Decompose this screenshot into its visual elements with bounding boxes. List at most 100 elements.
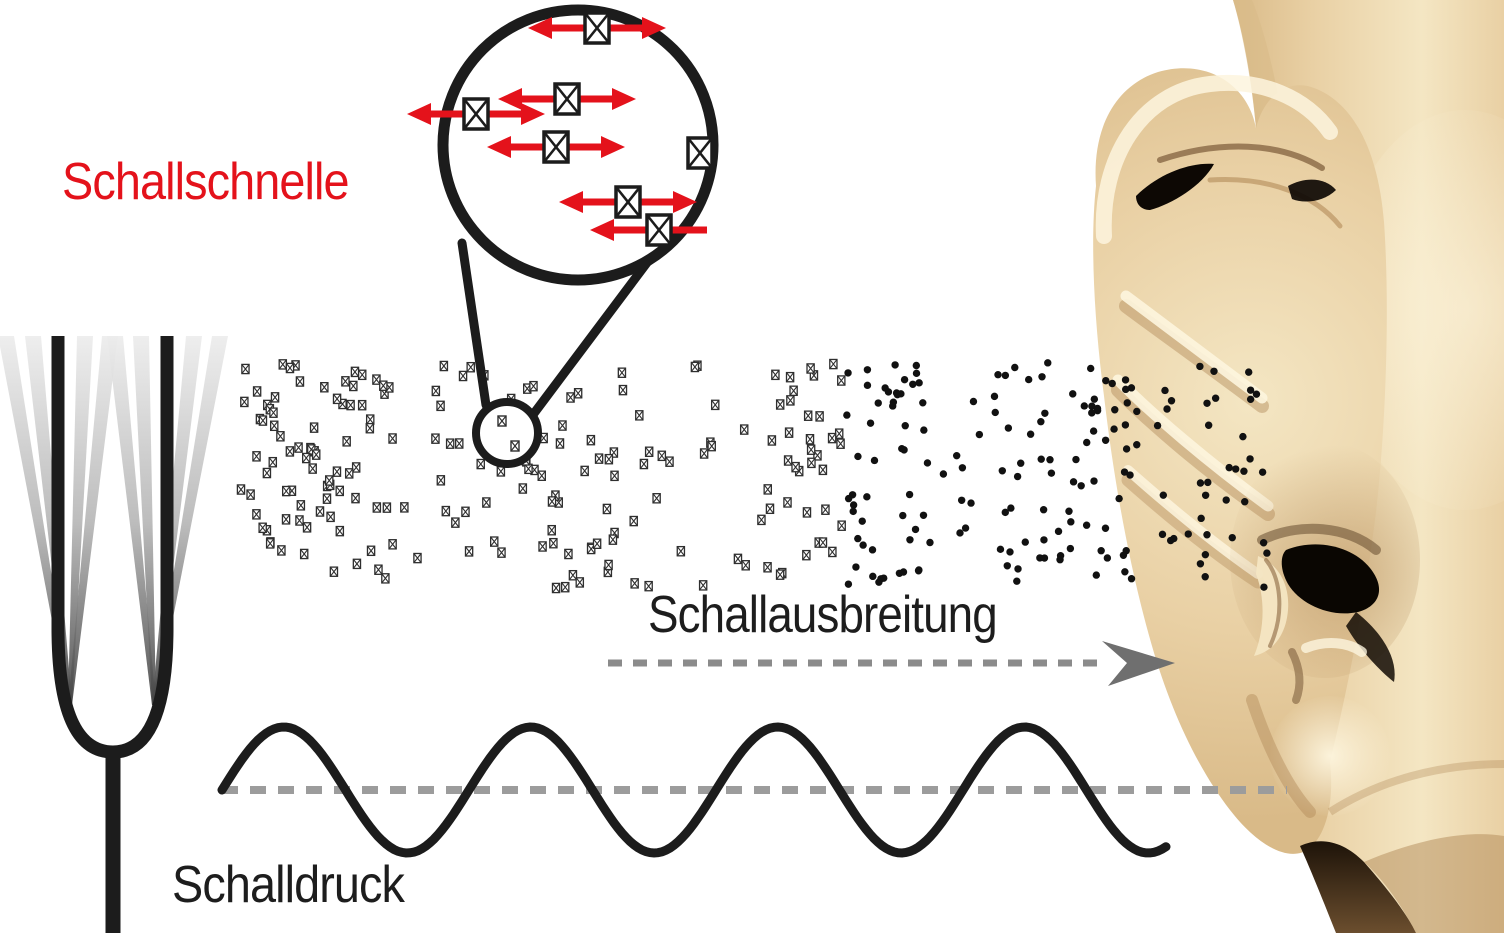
air-particle-dot xyxy=(1001,371,1010,380)
air-particle-cross xyxy=(332,466,342,477)
antitragus-highlight xyxy=(1301,638,1367,657)
air-particle-dot xyxy=(1024,375,1033,384)
air-particle-dot xyxy=(1083,438,1091,447)
air-particle-cross xyxy=(710,399,720,411)
label-schallschnelle: Schallschnelle xyxy=(62,153,349,211)
air-particle-cross xyxy=(767,435,777,446)
air-particle-cross xyxy=(775,399,785,410)
air-particle-cross xyxy=(445,438,455,449)
air-particle-dot xyxy=(1259,539,1268,547)
tragus xyxy=(1254,556,1289,656)
air-particle-cross xyxy=(320,382,329,393)
air-particle-dot xyxy=(891,361,899,369)
air-particle-cross xyxy=(322,493,332,504)
air-particle-dot xyxy=(848,491,857,499)
air-particle-dot xyxy=(1210,367,1218,375)
air-particle-dot xyxy=(1167,397,1176,405)
velocity-arrowhead-icon xyxy=(642,17,666,39)
air-particle-dot xyxy=(843,411,851,419)
air-particle-cross xyxy=(436,475,446,486)
air-particle-dot xyxy=(1126,471,1134,479)
air-particle-dot xyxy=(1066,544,1075,553)
air-particle-dot xyxy=(1158,530,1167,539)
air-particle-cross xyxy=(791,461,800,473)
air-particle-dot xyxy=(859,541,867,549)
air-particle-cross xyxy=(269,407,278,418)
air-particle-dot xyxy=(1054,527,1063,536)
air-particle-cross xyxy=(324,475,334,486)
air-particle-cross xyxy=(382,502,392,513)
air-particle-dot xyxy=(1026,430,1035,438)
air-particle-dot xyxy=(1044,359,1052,367)
air-particle-dot xyxy=(1021,538,1029,546)
air-particle-cross xyxy=(365,414,375,425)
air-particle-dot xyxy=(1102,376,1110,385)
air-particle-cross xyxy=(836,438,845,449)
air-particle-cross xyxy=(236,484,246,495)
air-particle-dot xyxy=(1232,465,1240,473)
air-particle-cross xyxy=(278,359,288,370)
air-particle-cross xyxy=(431,385,441,397)
air-particle-cross xyxy=(252,509,261,520)
air-particle-dot xyxy=(1056,556,1064,564)
air-particle-cross xyxy=(763,562,772,573)
air-particle-cross xyxy=(821,504,830,515)
air-particle-dot xyxy=(892,389,901,397)
propagation-arrow xyxy=(608,641,1175,686)
air-particle-cross xyxy=(241,363,250,375)
air-particle-cross xyxy=(785,371,795,383)
air-particle-cross xyxy=(560,581,570,593)
air-particle-cross xyxy=(644,446,654,458)
air-particle-dot xyxy=(901,422,909,430)
air-particle-cross xyxy=(594,453,604,464)
air-particle-cross xyxy=(551,582,561,594)
air-particle-cross xyxy=(837,375,846,386)
air-particle-cross xyxy=(351,462,361,473)
air-particle-dot xyxy=(1072,455,1080,464)
air-particle-cross xyxy=(537,470,546,481)
air-particle-cross xyxy=(698,580,708,591)
air-particle-dot xyxy=(1003,562,1011,570)
air-particle-cross xyxy=(461,506,470,518)
air-particle-dot xyxy=(884,388,893,396)
air-particle-dot xyxy=(849,507,857,516)
air-particle-dot xyxy=(1119,551,1128,559)
air-particle-dot xyxy=(994,371,1002,379)
air-particle-dot xyxy=(900,375,909,384)
air-particle-cross xyxy=(676,545,686,557)
air-particle-cross xyxy=(568,569,578,581)
air-particle-dot xyxy=(1108,379,1116,388)
air-particle-cross xyxy=(818,464,828,476)
air-particle-cross xyxy=(400,502,409,513)
air-particle-dot xyxy=(1065,507,1073,515)
air-particle-cross xyxy=(344,468,354,479)
air-particle-dot xyxy=(1127,575,1136,583)
air-particle-cross xyxy=(357,369,367,381)
air-particle-cross xyxy=(262,467,272,479)
sound-pressure-sine-wave xyxy=(217,722,1171,858)
air-particle-dot xyxy=(1011,363,1019,372)
air-particle-cross xyxy=(602,503,612,515)
air-particle-dot xyxy=(1240,467,1248,475)
air-particle-cross xyxy=(276,431,285,442)
air-particle-cross xyxy=(252,451,261,462)
air-particle-dot xyxy=(1088,402,1096,410)
air-particle-cross xyxy=(510,440,520,452)
air-particle-dot xyxy=(1115,494,1123,503)
air-particle-cross xyxy=(665,456,674,467)
air-particle-dot xyxy=(1121,568,1129,576)
air-particle-cross xyxy=(518,483,528,494)
air-particle-cross xyxy=(741,560,750,571)
air-particle-cross xyxy=(815,411,824,422)
air-particle-cross xyxy=(439,360,449,372)
air-particle-dot xyxy=(1040,536,1048,544)
air-particle-cross xyxy=(352,558,362,570)
air-particle-cross xyxy=(308,463,317,474)
air-particle-dot xyxy=(1133,441,1141,449)
air-particle-cross xyxy=(258,522,267,534)
air-particle-dot xyxy=(1203,399,1211,407)
air-particle-cross xyxy=(783,455,793,466)
air-particle-dot xyxy=(863,493,871,501)
air-particle-cross xyxy=(302,522,312,533)
air-particle-cross xyxy=(335,525,345,537)
